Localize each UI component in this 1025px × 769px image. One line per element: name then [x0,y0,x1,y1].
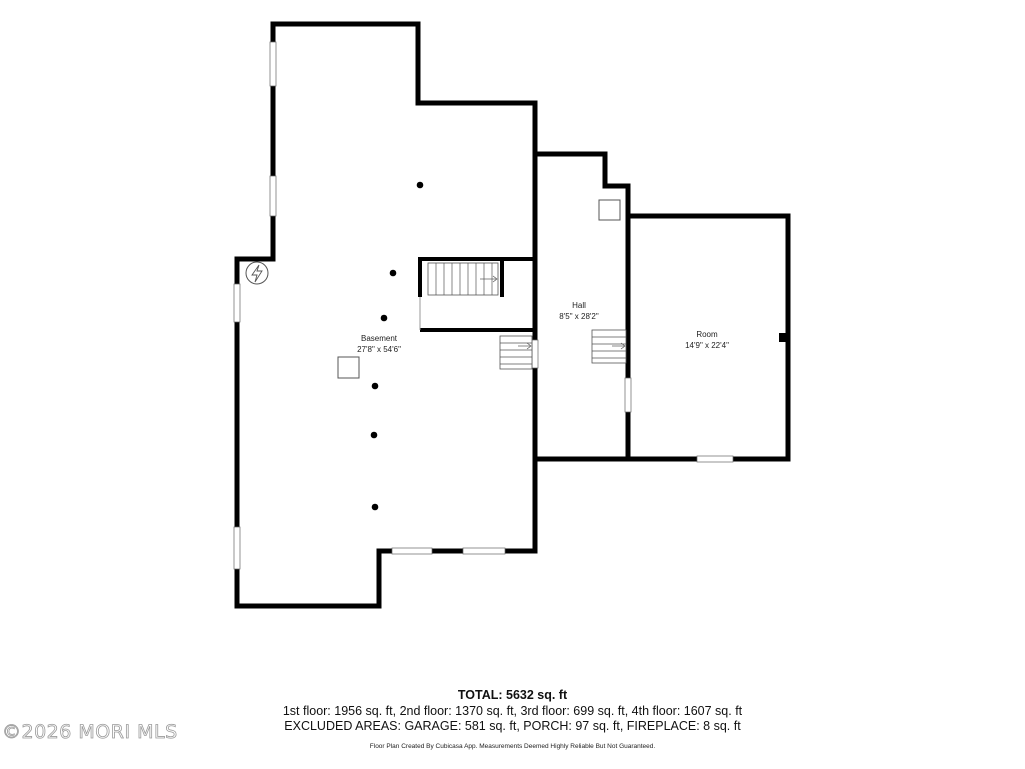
dot-icon [371,503,379,511]
floor-areas: 1st floor: 1956 sq. ft, 2nd floor: 1370 … [282,704,743,718]
lightning-bolt-icon [245,261,269,285]
window [391,547,433,555]
excluded-areas: EXCLUDED AREAS: GARAGE: 581 sq. ft, PORC… [284,719,741,733]
dot-icon [380,314,388,322]
stair-enclosure-wall [418,257,535,297]
window [269,41,277,87]
room-dims: 14'9" x 22'4" [685,341,729,350]
window [696,455,734,463]
stairs-icon [427,262,499,296]
watermark: ©2026 MORI MLS [2,721,178,744]
window [233,526,241,570]
hall-name: Hall [572,301,586,310]
columns [370,181,424,511]
window [269,175,277,217]
window [531,339,539,369]
wall-stub [779,333,788,342]
window [624,377,632,413]
window [462,547,506,555]
fixture-square [598,199,621,221]
fixture-square [337,356,360,379]
basement-wall [234,21,538,609]
disclaimer: Floor Plan Created By Cubicasa App. Meas… [369,743,656,750]
hall-wall [532,151,631,462]
window [233,283,241,323]
stairs-icon [591,329,627,364]
windows [233,41,734,570]
dot-icon [370,431,378,439]
hall-dims: 8'5" x 28'2" [559,312,599,321]
basement-dims: 27'8" x 54'6" [357,345,401,354]
total-area: TOTAL: 5632 sq. ft [457,688,568,702]
dot-icon [389,269,397,277]
dot-icon [416,181,424,189]
room-name: Room [696,330,718,339]
dot-icon [371,382,379,390]
basement-name: Basement [361,334,398,343]
stairs-icon [499,335,533,370]
